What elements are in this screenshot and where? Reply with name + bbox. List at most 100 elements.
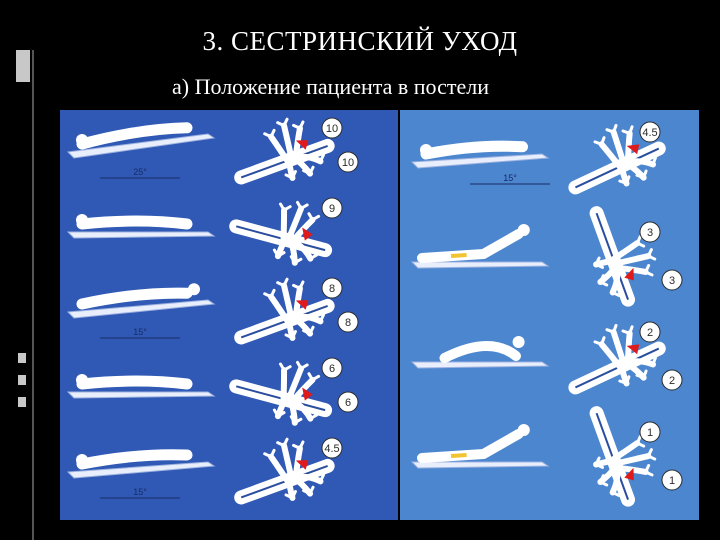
left-row-twig bbox=[276, 117, 289, 128]
right-row-branch bbox=[610, 240, 641, 263]
left-row-number-badge bbox=[321, 437, 343, 459]
left-row-branch bbox=[281, 442, 295, 483]
left-row-bronchial-tree bbox=[229, 360, 333, 426]
right-row-twig bbox=[598, 274, 609, 287]
left-row-bed bbox=[66, 231, 216, 239]
right-row-patient-figure bbox=[410, 336, 550, 369]
left-row-patient-figure bbox=[66, 122, 216, 159]
slide-title: 3. СЕСТРИНСКИЙ УХОД bbox=[202, 26, 518, 56]
left-row-body bbox=[76, 375, 193, 390]
left-row-twig bbox=[276, 277, 289, 288]
right-row-twig bbox=[635, 169, 648, 180]
left-row-branch bbox=[285, 365, 305, 404]
left-row-bronchial-tree bbox=[229, 200, 333, 266]
right-row-patient-figure bbox=[410, 224, 550, 269]
slide-subtitle: а) Положение пациента в постели bbox=[172, 74, 489, 99]
right-row-twig bbox=[644, 464, 654, 477]
left-row-twig bbox=[263, 288, 276, 299]
left-row-twig bbox=[284, 330, 297, 340]
left-row-number-badge bbox=[321, 117, 343, 139]
left-row-bed bbox=[66, 299, 216, 319]
left-row-number-label: 6 bbox=[329, 363, 335, 375]
right-row-branch bbox=[610, 440, 641, 463]
right-row-patient-figure bbox=[410, 140, 550, 169]
left-row-branch bbox=[268, 293, 291, 324]
left-row-number-badge bbox=[337, 311, 359, 333]
right-row-number-badge bbox=[661, 469, 683, 491]
right-row-twig bbox=[598, 474, 609, 487]
left-row-twig bbox=[302, 165, 315, 176]
left-row-patient-figure bbox=[66, 283, 216, 319]
left-row-twig bbox=[292, 280, 305, 290]
right-row-twig bbox=[644, 356, 657, 366]
left-row-twig bbox=[296, 360, 309, 371]
left-row-highlight bbox=[295, 140, 309, 150]
right-row-twig bbox=[621, 125, 634, 135]
left-row-highlight bbox=[302, 387, 313, 401]
left-row-twig bbox=[307, 212, 321, 222]
right-row-body bbox=[417, 429, 524, 463]
left-row-number-badge bbox=[337, 151, 359, 173]
left-row-head bbox=[188, 283, 200, 296]
right-row-bronchial-tree bbox=[589, 406, 657, 507]
left-row-number-label: 10 bbox=[342, 157, 354, 169]
right-row-branch bbox=[611, 453, 652, 467]
left-row-twig bbox=[305, 411, 319, 421]
left-row-twig bbox=[312, 473, 325, 483]
left-row-number-badge bbox=[321, 197, 343, 219]
right-row-twig bbox=[635, 435, 646, 448]
right-row-twig bbox=[646, 248, 657, 261]
right-row-twig bbox=[635, 369, 648, 380]
left-row-number-label: 4.5 bbox=[324, 443, 339, 455]
right-row-highlight bbox=[624, 467, 634, 481]
right-row-number-badge bbox=[639, 221, 661, 243]
right-row-bed bbox=[410, 153, 550, 169]
right-row-number-label: 1 bbox=[647, 427, 653, 439]
left-row-twig bbox=[278, 202, 292, 212]
right-row-twig bbox=[644, 156, 657, 166]
left-row-patient-figure bbox=[66, 214, 216, 239]
right-row-number-label: 2 bbox=[647, 327, 653, 339]
right-row-head bbox=[517, 424, 530, 436]
left-row-branch bbox=[268, 133, 291, 164]
right-row-angle-label: 15° bbox=[503, 173, 517, 183]
right-row-number-label: 2 bbox=[669, 375, 675, 387]
right-row-twig bbox=[618, 375, 631, 385]
left-row-twig bbox=[312, 313, 325, 323]
left-row-twig bbox=[296, 200, 309, 211]
right-row-branch bbox=[598, 341, 623, 370]
right-row-twig bbox=[621, 325, 634, 335]
left-row-twig bbox=[307, 372, 321, 382]
right-row-bronchial-tree bbox=[589, 206, 657, 307]
left-row-twig bbox=[292, 120, 305, 130]
right-row-highlight bbox=[626, 344, 640, 355]
right-row-twig bbox=[605, 323, 618, 334]
left-row-bed bbox=[66, 133, 216, 159]
left-row-body bbox=[76, 122, 193, 150]
left-row-twig bbox=[312, 153, 325, 163]
right-row-twig bbox=[644, 264, 654, 277]
right-row-number-label: 3 bbox=[669, 275, 675, 287]
right-row-bronchial-tree bbox=[568, 323, 666, 395]
left-row-bronchial-tree bbox=[234, 437, 335, 505]
left-row-twig bbox=[284, 490, 297, 500]
accent-bar-small bbox=[18, 353, 26, 363]
left-row-number-label: 6 bbox=[345, 397, 351, 409]
left-row-number-label: 8 bbox=[329, 283, 335, 295]
left-row-bed bbox=[66, 461, 216, 479]
right-row-branch bbox=[611, 253, 652, 267]
left-row-head bbox=[76, 134, 88, 146]
right-row-twig bbox=[611, 284, 621, 297]
right-row-body bbox=[420, 140, 528, 160]
left-row-body bbox=[76, 287, 193, 310]
left-row-number-badge bbox=[321, 357, 343, 379]
left-row-branch bbox=[281, 282, 295, 323]
left-row-highlight bbox=[302, 227, 313, 241]
right-row-number-badge bbox=[639, 421, 661, 443]
left-row-angle-label: 15° bbox=[133, 487, 147, 497]
accent-bar-small bbox=[18, 397, 26, 407]
right-row-branch bbox=[610, 129, 628, 168]
left-row-patient-figure bbox=[66, 374, 216, 399]
